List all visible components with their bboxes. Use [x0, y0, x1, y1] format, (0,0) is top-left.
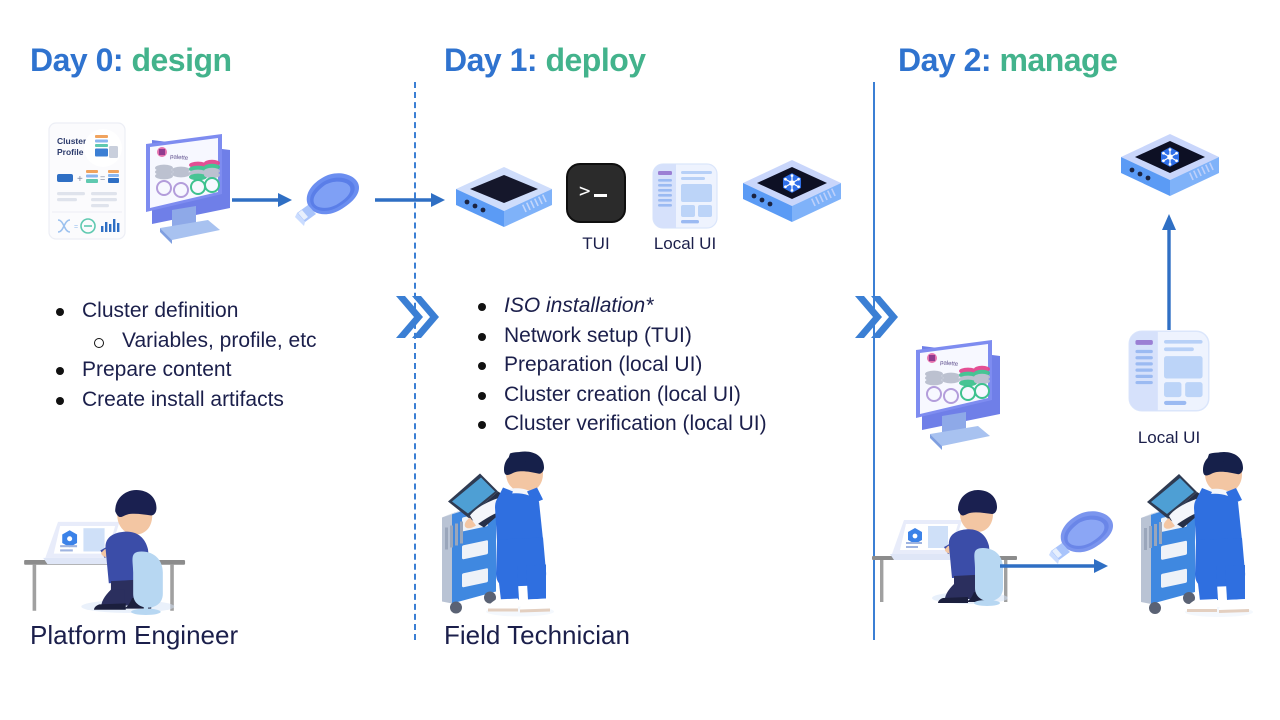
- list-item: Variables, profile, etc: [48, 328, 317, 354]
- chevron-day1-icon: [853, 292, 901, 342]
- technician-at-rack-day2-illustration: [1133, 452, 1263, 620]
- svg-text:palette: palette: [170, 154, 189, 162]
- usb-drive-icon: [292, 172, 368, 228]
- technician-at-rack-day1-illustration: [434, 448, 564, 623]
- day1-title-tail: deploy: [545, 42, 646, 78]
- list-item: Preparation (local UI): [470, 352, 767, 378]
- list-item: Prepare content: [48, 357, 317, 383]
- arrow-right-icon: [232, 192, 294, 208]
- local-ui-day2-caption: Local UI: [1137, 428, 1201, 447]
- desktop-monitor-icon: palette: [138, 132, 238, 248]
- day1-role-label: Field Technician: [444, 620, 630, 650]
- svg-text:>: >: [579, 180, 590, 202]
- svg-text:Cluster: Cluster: [57, 136, 87, 146]
- ui-dashboard-icon: [652, 163, 718, 229]
- svg-text:palette: palette: [940, 360, 959, 368]
- list-item: Cluster verification (local UI): [470, 411, 767, 437]
- tui-caption: TUI: [582, 234, 610, 253]
- day1-bullet-list: ISO installation* Network setup (TUI) Pr…: [470, 293, 767, 441]
- list-item: Cluster creation (local UI): [470, 382, 767, 408]
- list-item: Cluster definition: [48, 298, 317, 324]
- svg-text:=: =: [100, 173, 105, 183]
- engineer-at-desk-day2-illustration: [870, 470, 1040, 610]
- arrow-right-day2-icon: [1000, 558, 1110, 574]
- day0-bullet-list: Cluster definition Variables, profile, e…: [48, 298, 317, 416]
- day2-title-tail: manage: [999, 42, 1118, 78]
- kubernetes-wheel-day2-icon: [1160, 147, 1180, 167]
- day0-title: Day 0: design: [30, 42, 232, 79]
- arrow-right-day1-icon: [375, 192, 447, 208]
- divider-day0-day1: [414, 82, 416, 640]
- kubernetes-appliance-icon: [739, 158, 845, 232]
- arrow-up-icon: [1160, 212, 1178, 330]
- terminal-icon: >: [566, 163, 626, 223]
- list-item: Create install artifacts: [48, 387, 317, 413]
- svg-text:Profile: Profile: [57, 147, 84, 157]
- svg-text:+: +: [77, 174, 83, 185]
- ui-dashboard-day2-icon: [1128, 330, 1210, 412]
- day1-bullets: ISO installation* Network setup (TUI) Pr…: [470, 293, 767, 437]
- day2-title-lead: Day 2:: [898, 42, 992, 78]
- day1-title-lead: Day 1:: [444, 42, 538, 78]
- day2-title: Day 2: manage: [898, 42, 1118, 79]
- day0-title-lead: Day 0:: [30, 42, 124, 78]
- usb-drive-day2-icon: [1046, 510, 1122, 566]
- svg-text:=: =: [74, 224, 78, 231]
- divider-day1-day2: [873, 82, 875, 640]
- engineer-at-desk-day0-illustration: [22, 468, 202, 618]
- desktop-monitor-day2-icon: palette: [908, 338, 1008, 454]
- chevron-day0-icon: [394, 292, 442, 342]
- cluster-profile-card-icon: Cluster Profile + = =: [48, 122, 126, 240]
- edge-appliance-icon: [452, 165, 556, 237]
- kubernetes-appliance-day2-icon: [1117, 132, 1223, 206]
- local-ui-day1-caption: Local UI: [653, 234, 717, 253]
- day1-title: Day 1: deploy: [444, 42, 646, 79]
- day0-title-tail: design: [131, 42, 232, 78]
- day0-bullets: Cluster definition Variables, profile, e…: [48, 298, 317, 412]
- day0-role-label: Platform Engineer: [30, 620, 239, 650]
- list-item: ISO installation*: [470, 293, 767, 319]
- list-item: Network setup (TUI): [470, 323, 767, 349]
- kubernetes-wheel-icon: [782, 173, 802, 193]
